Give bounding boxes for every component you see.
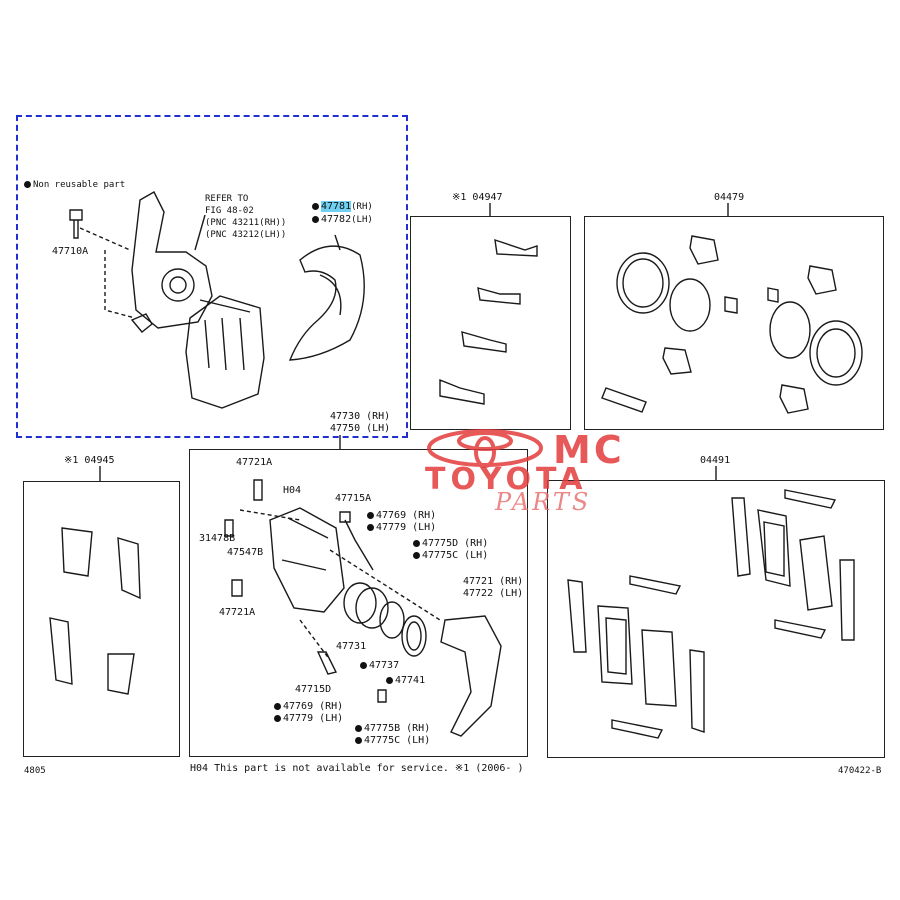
refer-note-line1: REFER TO bbox=[205, 194, 249, 204]
caliper-upper-drawing bbox=[185, 295, 265, 409]
section-04945-header[interactable]: ※1 04945 bbox=[64, 455, 115, 466]
part-47715a-label[interactable]: 47715A bbox=[335, 493, 372, 504]
section-04479-frame bbox=[584, 216, 884, 430]
part-47750-label[interactable]: 47750 (LH) bbox=[330, 423, 391, 434]
caliper-assembly-frame bbox=[189, 449, 528, 757]
part-h04-label[interactable]: H04 bbox=[283, 485, 302, 496]
non-reusable-dot-icon bbox=[413, 551, 420, 559]
footer-service-note: H04 This part is not available for servi… bbox=[190, 763, 524, 774]
part-47737-label[interactable]: 47737 bbox=[360, 660, 399, 671]
part-47779-top-label[interactable]: 47779 (LH) bbox=[367, 522, 436, 533]
non-reusable-dot-icon bbox=[360, 661, 367, 669]
seal-kit-04479-drawing bbox=[601, 235, 863, 414]
part-47781-label[interactable]: 47781(RH) bbox=[312, 201, 373, 213]
part-47710a-label[interactable]: 47710A bbox=[52, 246, 89, 257]
non-reusable-dot-icon bbox=[413, 539, 420, 547]
part-47775b-label[interactable]: 47775B (RH) bbox=[355, 723, 430, 734]
steering-knuckle-drawing bbox=[79, 191, 213, 333]
non-reusable-dot-icon bbox=[386, 676, 393, 684]
refer-note-line3: (PNC 43211(RH)) bbox=[205, 218, 287, 228]
part-47715d-label[interactable]: 47715D bbox=[295, 684, 332, 695]
section-04491-header[interactable]: 04491 bbox=[700, 455, 731, 466]
part-47769-bot-label[interactable]: 47769 (RH) bbox=[274, 701, 343, 712]
part-47779-bot-label[interactable]: 47779 (LH) bbox=[274, 713, 343, 724]
part-47730-label[interactable]: 47730 (RH) bbox=[330, 411, 391, 422]
non-reusable-dot-icon bbox=[312, 215, 319, 223]
bolt-47710a-drawing bbox=[69, 209, 83, 239]
part-47775d-label[interactable]: 47775D (RH) bbox=[413, 538, 488, 549]
non-reusable-dot-icon bbox=[355, 736, 362, 744]
part-47721-label[interactable]: 47721 (RH) bbox=[463, 576, 524, 587]
logo-parts-text: PARTS bbox=[495, 488, 592, 516]
part-47775c-top-label[interactable]: 47775C (LH) bbox=[413, 550, 488, 561]
section-04491-frame bbox=[547, 480, 885, 758]
non-reusable-dot-icon bbox=[312, 202, 319, 210]
dust-shield-drawing bbox=[288, 234, 365, 361]
non-reusable-dot-icon bbox=[24, 181, 31, 188]
refer-note-line4: (PNC 43212(LH)) bbox=[205, 230, 287, 240]
logo-toyota-text: TOYOTA bbox=[425, 462, 588, 497]
part-47722-label[interactable]: 47722 (LH) bbox=[463, 588, 524, 599]
section-04479-header[interactable]: 04479 bbox=[714, 192, 745, 203]
non-reusable-dot-icon bbox=[355, 724, 362, 732]
part-47769-top-label[interactable]: 47769 (RH) bbox=[367, 510, 436, 521]
caliper-exploded-drawing bbox=[224, 479, 502, 737]
footer-right-code: 470422-B bbox=[838, 766, 882, 776]
non-reusable-dot-icon bbox=[274, 702, 281, 710]
part-47721a-bot-label[interactable]: 47721A bbox=[219, 607, 256, 618]
non-reusable-legend: Non reusable part bbox=[24, 180, 125, 191]
footer-left-code: 4805 bbox=[24, 766, 46, 776]
non-reusable-dot-icon bbox=[367, 523, 374, 531]
pad-set-04491-drawing bbox=[567, 489, 855, 739]
part-47782-label[interactable]: 47782(LH) bbox=[312, 214, 373, 226]
mc-toyota-parts-logo: MC TOYOTA PARTS bbox=[425, 428, 685, 518]
part-31478b-label[interactable]: 31478B bbox=[199, 533, 236, 544]
part-47721a-top-label[interactable]: 47721A bbox=[236, 457, 273, 468]
non-reusable-dot-icon bbox=[274, 714, 281, 722]
logo-mc-text: MC bbox=[553, 428, 625, 472]
part-47775c-bot-label[interactable]: 47775C (LH) bbox=[355, 735, 430, 746]
refer-note-line2: FIG 48-02 bbox=[205, 206, 254, 216]
part-47781-number[interactable]: 47781 bbox=[321, 201, 352, 212]
knuckle-assembly-frame bbox=[16, 115, 408, 438]
part-47731-label[interactable]: 47731 bbox=[336, 641, 367, 652]
section-04945-frame bbox=[23, 481, 180, 757]
shim-set-04947-drawing bbox=[439, 238, 538, 405]
part-47741-label[interactable]: 47741 bbox=[386, 675, 425, 686]
section-04947-header[interactable]: ※1 04947 bbox=[452, 192, 503, 203]
toyota-emblem-icon bbox=[427, 429, 543, 468]
part-47547b-label[interactable]: 47547B bbox=[227, 547, 264, 558]
shim-set-04945-drawing bbox=[49, 527, 141, 695]
non-reusable-dot-icon bbox=[367, 511, 374, 519]
